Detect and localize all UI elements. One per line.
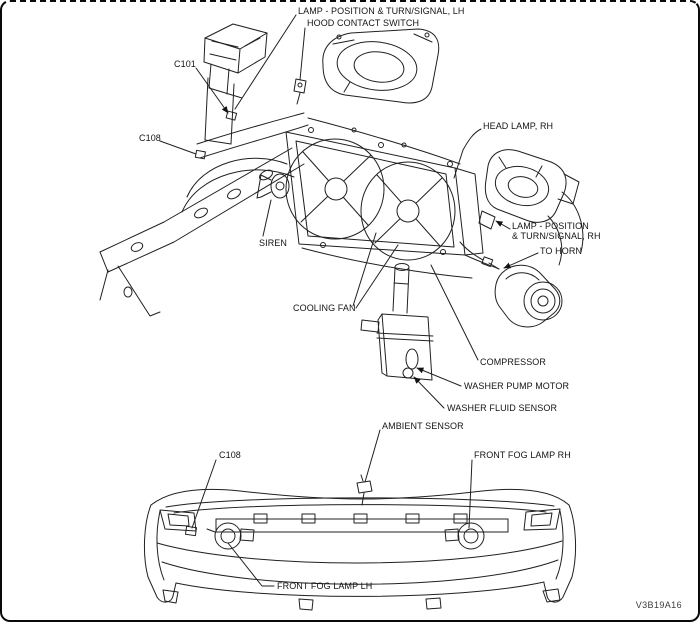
label-front-fog-lamp-rh: FRONT FOG LAMP RH (474, 450, 571, 460)
front-bumper-drawing (143, 488, 577, 611)
fog-lamp-lh-drawing (206, 522, 255, 550)
leader-c108-top (159, 140, 197, 155)
label-washer-fluid-sensor: WASHER FLUID SENSOR (447, 403, 558, 413)
leader-hood-contact-switch (299, 27, 306, 81)
leader-lines (159, 14, 539, 587)
leader-ambient-sensor (364, 429, 381, 483)
leader-c101 (195, 67, 229, 114)
leader-c108-bumper (191, 459, 217, 529)
leader-cooling-fan-1 (352, 232, 377, 307)
leader-head-lamp-rh (453, 128, 482, 179)
lh-headlamp-drawing (322, 28, 440, 104)
label-ambient-sensor: AMBIENT SENSOR (382, 421, 464, 431)
ambient-sensor-drawing (356, 474, 373, 506)
leader-siren (262, 199, 272, 237)
leader-washer-pump-motor (416, 367, 462, 387)
c101-connector-drawing (225, 110, 238, 121)
label-c108-bumper: C108 (219, 450, 241, 460)
label-compressor: COMPRESSOR (480, 357, 547, 367)
hood-contact-switch-drawing (293, 78, 307, 105)
label-c108-top: C108 (139, 133, 161, 143)
label-hood-contact-switch: HOOD CONTACT SWITCH (307, 18, 420, 28)
leader-lamp-position-rh (495, 220, 511, 230)
washer-reservoir-drawing (360, 263, 434, 381)
label-to-horn: TO HORN (540, 246, 583, 256)
label-siren: SIREN (259, 238, 288, 248)
leader-lamp-position-lh (234, 14, 297, 110)
label-lamp-position-turn-signal-rh: LAMP - POSITION & TURN/SIGNAL, RH (512, 221, 601, 241)
diagram-code: V3B19A16 (635, 600, 682, 610)
label-c101: C101 (174, 59, 196, 69)
radiator-cooling-fans-drawing (285, 117, 484, 279)
washer-pump-motor-drawing (405, 348, 419, 370)
leader-compressor (430, 264, 479, 361)
leader-cooling-fan-2 (355, 244, 399, 309)
frame-rails-drawing (99, 77, 309, 317)
siren-drawing (256, 173, 290, 199)
washer-fluid-sensor-drawing (402, 367, 414, 379)
leader-washer-fluid-sensor (413, 376, 445, 409)
connector-drawings (184, 110, 238, 537)
label-cooling-fan: COOLING FAN (293, 303, 356, 313)
leader-front-fog-lamp-lh (227, 542, 275, 587)
label-front-fog-lamp-lh: FRONT FOG LAMP LH (277, 581, 373, 591)
leader-to-horn (503, 252, 539, 269)
fuse-box-drawing (203, 23, 268, 99)
compressor-drawing (459, 241, 563, 328)
label-head-lamp-rh: HEAD LAMP, RH (483, 121, 554, 131)
label-lamp-position-turn-signal-lh: LAMP - POSITION & TURN/SIGNAL, LH (298, 6, 465, 16)
rh-headlamp-drawing (478, 149, 584, 266)
label-washer-pump-motor: WASHER PUMP MOTOR (464, 381, 570, 391)
leader-front-fog-lamp-rh (468, 459, 473, 529)
fog-lamp-rh-drawing (444, 522, 485, 550)
